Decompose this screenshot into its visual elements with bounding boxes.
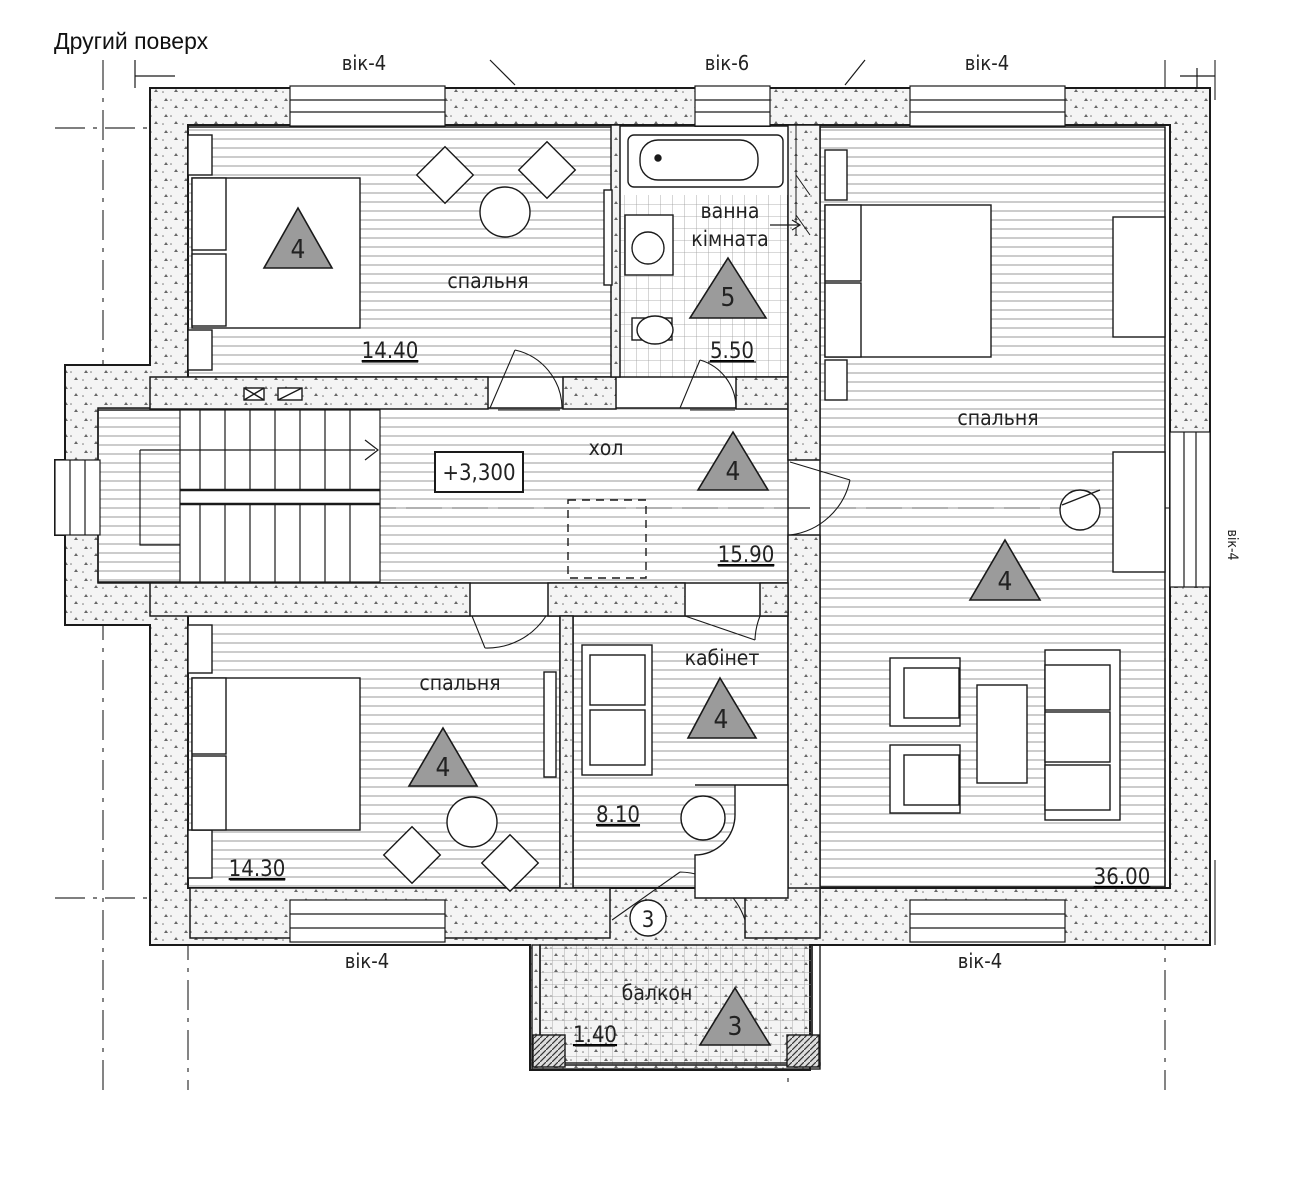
windows <box>54 59 1215 943</box>
doors <box>471 349 851 921</box>
finish-label-bedroom-nw: 4 <box>291 235 306 265</box>
area-study: 8.10 <box>596 803 640 828</box>
window-labels: вік-4 вік-6 вік-4 вік-4 вік-4 вік-4 <box>342 51 1240 973</box>
finish-label-study: 4 <box>714 705 729 735</box>
room-names: спальня ванна кімната спальня хол спальн… <box>419 199 1038 1005</box>
door-mark-label: 3 <box>642 908 655 933</box>
room-name-bedroom-e: спальня <box>957 406 1038 430</box>
area-hall: 15.90 <box>718 543 775 568</box>
area-underlines <box>230 361 1152 1047</box>
room-name-study: кабінет <box>685 646 760 670</box>
staircase <box>139 409 381 583</box>
level-box <box>434 451 524 493</box>
area-bathroom: 5.50 <box>710 339 754 364</box>
area-bedroom-nw: 14.40 <box>362 339 419 364</box>
room-name-balcony: балкон <box>622 981 693 1005</box>
finish-label-bedroom-sw: 4 <box>436 753 451 783</box>
room-name-bedroom-sw: спальня <box>419 671 500 695</box>
finish-label-bathroom: 5 <box>721 283 736 313</box>
room-name-hall: хол <box>589 436 624 460</box>
room-name-bathroom-2: кімната <box>691 227 768 251</box>
window-label-top-right: вік-4 <box>965 51 1009 75</box>
finish-markers <box>262 206 1042 1046</box>
area-bedroom-e: 36.00 <box>1094 865 1151 890</box>
level-mark: +3,300 <box>442 461 515 486</box>
room-areas: 14.40 5.50 36.00 15.90 14.30 8.10 1.40 <box>229 339 1151 1048</box>
area-balcony: 1.40 <box>573 1023 617 1048</box>
room-name-bedroom-nw: спальня <box>447 269 528 293</box>
finish-label-bedroom-e: 4 <box>998 567 1013 597</box>
door-mark-circle <box>629 899 667 937</box>
furniture <box>187 125 1166 899</box>
area-bedroom-sw: 14.30 <box>229 857 286 882</box>
finish-label-hall: 4 <box>726 457 741 487</box>
window-label-top-left: вік-4 <box>342 51 386 75</box>
room-name-bathroom-1: ванна <box>700 199 759 223</box>
balcony-rail <box>531 944 821 1070</box>
window-label-bottom-right: вік-4 <box>958 949 1002 973</box>
window-label-top-middle: вік-6 <box>705 51 749 75</box>
finish-marker-labels: 4 5 4 4 4 4 3 <box>291 235 1013 1042</box>
window-label-right-side: вік-4 <box>1224 529 1240 560</box>
finish-label-balcony: 3 <box>728 1012 743 1042</box>
page-title: Другий поверх <box>54 28 209 54</box>
window-label-bottom-left: вік-4 <box>345 949 389 973</box>
